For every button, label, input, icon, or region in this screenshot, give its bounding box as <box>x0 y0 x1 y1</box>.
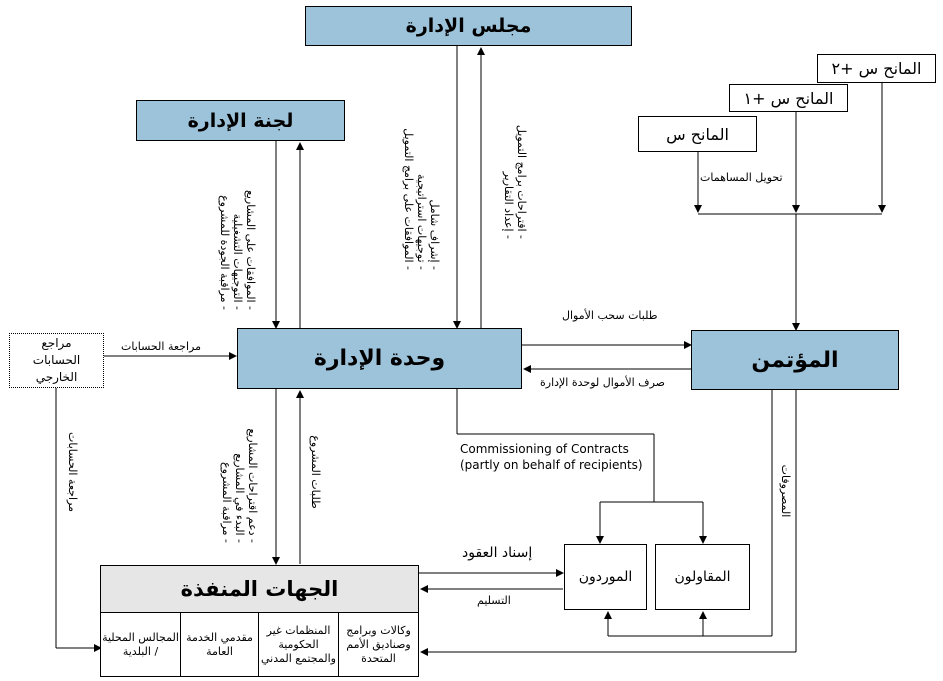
agency-un-agencies: وكالات وبرامج وصناديق الأمم المتحدة <box>338 613 418 676</box>
unit-reports-label: - اقتراحات برامج التمويل - إعداد التقاري… <box>500 89 528 239</box>
committee-directives-label: - الموافقات على المشاريع - التوجيهات الت… <box>215 160 257 310</box>
donor-x-plus-2-box: المانح س +٢ <box>817 54 936 83</box>
transfer-contributions-label: تحويل المساهمات <box>700 171 783 184</box>
management-unit-box: وحدة الإدارة <box>237 328 522 389</box>
disbursement-label: صرف الأموال لوحدة الإدارة <box>540 376 665 389</box>
audit-vertical-label: مراجعة الحسابات <box>66 432 79 512</box>
unit-report-2: - إعداد التقارير <box>502 171 515 239</box>
board-directives-label: - إشراف شامل - توجيهات استراتيجية - المو… <box>399 100 441 270</box>
unit-report-1: - اقتراحات برامج التمويل <box>515 124 528 239</box>
donor-x-box: المانح س <box>638 116 757 152</box>
contract-award-label: إسناد العقود <box>462 545 533 561</box>
unit-support-1: - دعم اقتراحات المشاريع <box>246 428 259 543</box>
agency-ngos: المنظمات غير الحكومية والمجتمع المدني <box>258 613 338 676</box>
contractors-box: المقاولون <box>655 544 750 610</box>
committee-directive-1: - الموافقات على المشاريع <box>244 189 257 310</box>
agency-public-service: مقدمي الخدمة العامة <box>180 613 258 676</box>
project-requests-label: طلبات المشروع <box>309 435 322 509</box>
unit-support-3: - مراقبة المشروع <box>220 462 233 543</box>
external-auditor-box: مراجع الحسابات الخارجي <box>9 333 104 388</box>
implementing-agencies-title: الجهات المنفذة <box>100 565 419 613</box>
withdrawal-requests-label: طلبات سحب الأموال <box>562 309 658 322</box>
board-directive-3: - الموافقات على برامج التمويل <box>402 128 415 270</box>
trustee-box: المؤتمن <box>691 330 899 390</box>
expenses-label: المصروفات <box>779 464 792 518</box>
board-box: مجلس الإدارة <box>305 6 632 46</box>
committee-directive-3: - مراقبة الجودة للمشروع <box>218 195 231 310</box>
unit-support-2: - البدء في المشاريع <box>233 453 246 543</box>
donor-x-plus-1-box: المانح س +١ <box>729 84 848 112</box>
board-directive-2: - توجيهات استراتيجية <box>415 173 428 270</box>
delivery-label: التسليم <box>477 594 511 607</box>
board-directive-1: - إشراف شامل <box>428 199 441 270</box>
commissioning-label-line1: Commissioning of Contracts <box>460 442 629 456</box>
committee-box: لجنة الإدارة <box>136 100 345 141</box>
unit-support-label: - دعم اقتراحات المشاريع - البدء في المشا… <box>217 403 259 543</box>
commissioning-label-line2: (partly on behalf of recipients) <box>460 458 643 472</box>
suppliers-box: الموردون <box>564 544 647 610</box>
committee-directive-2: - التوجيهات التشغيلية <box>231 213 244 310</box>
agency-local-councils: المجالس المحلية / البلدية <box>102 630 179 658</box>
audit-label: مراجعة الحسابات <box>121 340 201 353</box>
implementing-agencies-group: الجهات المنفذة وكالات وبرامج وصناديق الأ… <box>100 565 419 677</box>
